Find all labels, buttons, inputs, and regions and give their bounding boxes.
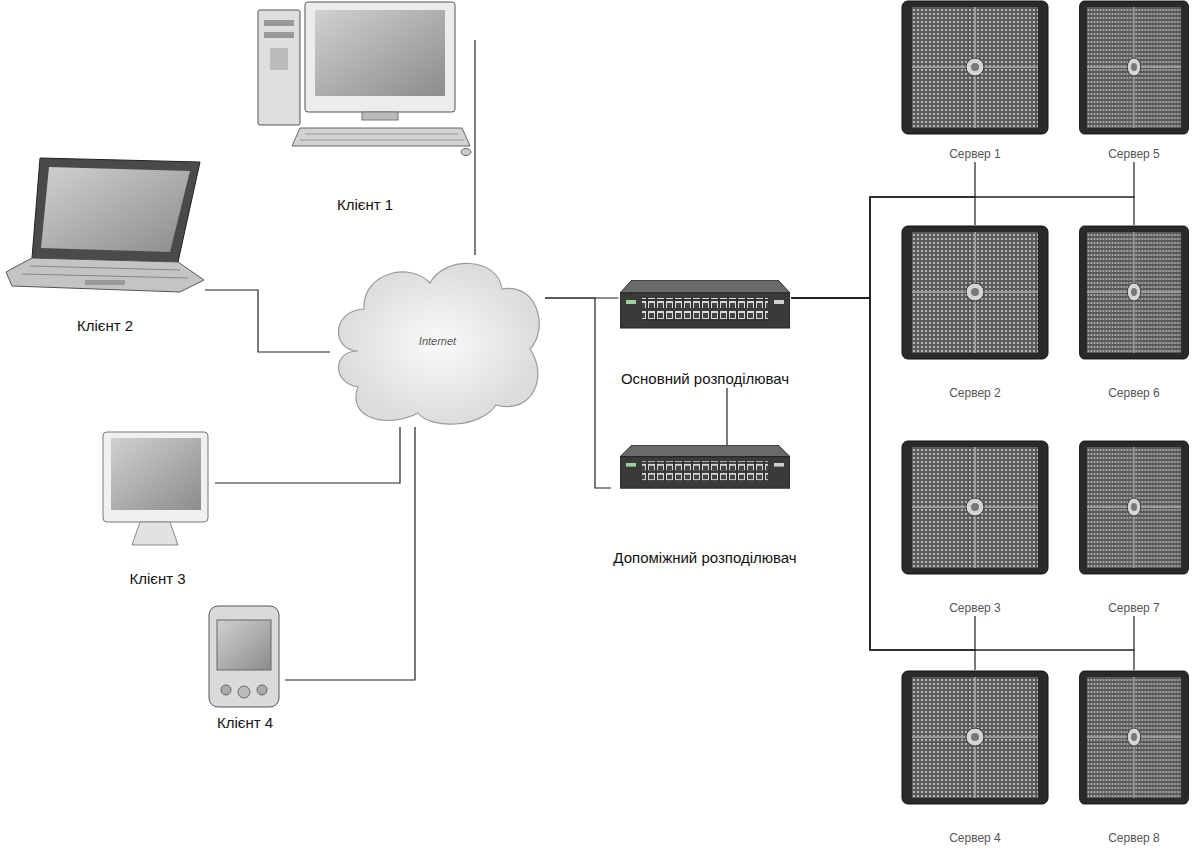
device-label: Клієнт 4	[217, 714, 273, 732]
device-label: Сервер 2	[949, 386, 1001, 401]
device-node: Основний розподілювач	[619, 280, 792, 388]
device-label: Клієнт 3	[129, 570, 185, 588]
server-icon	[902, 1, 1048, 134]
device-label: Сервер 1	[949, 147, 1001, 162]
server-node: Сервер 5	[1078, 0, 1190, 162]
network-cloud: Internet	[330, 255, 545, 427]
network-link	[792, 197, 1135, 298]
device-label: Клієнт 2	[77, 317, 133, 335]
server-node: Сервер 7	[1078, 440, 1190, 616]
device-label: Сервер 7	[1108, 601, 1160, 616]
network-link	[792, 298, 976, 650]
server-node: Сервер 4	[900, 670, 1050, 846]
cloud-outline	[338, 263, 539, 424]
server-node: Сервер 3	[900, 440, 1050, 616]
switch-icon	[620, 280, 790, 328]
device-label: Основний розподілювач	[621, 370, 789, 388]
device-node: Допоміжний розподілювач	[611, 445, 799, 567]
network-link	[215, 427, 400, 483]
server-node: Сервер 2	[900, 225, 1050, 401]
server-node: Сервер 1	[900, 0, 1050, 162]
device-node: Клієнт 4	[205, 605, 285, 732]
pda-icon	[209, 606, 279, 707]
network-link	[792, 162, 976, 298]
switch-icon	[620, 445, 790, 488]
network-link	[792, 298, 976, 670]
network-link	[285, 427, 415, 680]
network-link	[545, 298, 611, 488]
server-icon	[1079, 671, 1188, 804]
device-label: Internet	[419, 332, 456, 350]
device-label: Сервер 5	[1108, 147, 1160, 162]
network-link	[792, 162, 1135, 298]
device-label: Сервер 6	[1108, 386, 1160, 401]
device-node: Клієнт 3	[100, 430, 215, 588]
server-icon	[1079, 1, 1188, 134]
device-label: Сервер 8	[1108, 831, 1160, 846]
network-link	[205, 290, 330, 352]
network-link	[792, 298, 1135, 650]
network-link	[474, 40, 475, 255]
laptop-icon	[6, 158, 204, 292]
server-icon	[902, 671, 1048, 804]
network-link	[726, 388, 727, 445]
server-icon	[1079, 441, 1188, 574]
monitor-icon	[103, 432, 208, 545]
network-link	[792, 298, 1135, 670]
server-icon	[902, 226, 1048, 359]
device-label: Клієнт 1	[337, 196, 393, 214]
device-node: Клієнт 1	[255, 0, 475, 214]
network-link	[792, 197, 976, 298]
device-node: Клієнт 2	[5, 155, 205, 335]
device-label: Допоміжний розподілювач	[613, 549, 796, 567]
server-node: Сервер 6	[1078, 225, 1190, 401]
server-icon	[1079, 226, 1188, 359]
server-node: Сервер 8	[1078, 670, 1190, 846]
device-label: Сервер 3	[949, 601, 1001, 616]
server-icon	[902, 441, 1048, 574]
device-label: Сервер 4	[949, 831, 1001, 846]
desktop-pc-icon	[258, 2, 471, 156]
